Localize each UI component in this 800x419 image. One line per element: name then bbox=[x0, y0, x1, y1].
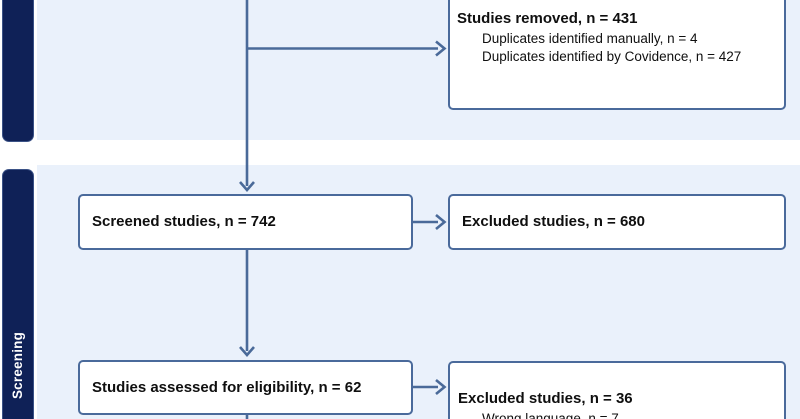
arrow-right-to-removed bbox=[247, 40, 447, 57]
box-studies-assessed: Studies assessed for eligibility, n = 62 bbox=[78, 360, 413, 415]
box-studies-removed-item: Duplicates identified by Covidence, n = … bbox=[482, 48, 742, 64]
box-studies-assessed-title: Studies assessed for eligibility, n = 62 bbox=[92, 378, 362, 396]
arrow-right-to-excluded-36 bbox=[413, 378, 447, 396]
arrow-right-to-excluded-680 bbox=[413, 213, 447, 231]
box-studies-removed-item: Duplicates identified manually, n = 4 bbox=[482, 31, 698, 46]
sidebar-stage-label-wrap: Screening bbox=[2, 329, 34, 401]
box-studies-removed: Studies removed, n = 431 Duplicates iden… bbox=[448, 0, 786, 110]
box-excluded-studies-680: Excluded studies, n = 680 bbox=[448, 194, 786, 250]
box-excluded-studies-36: Excluded studies, n = 36 Wrong language,… bbox=[448, 361, 786, 419]
box-screened-studies-title: Screened studies, n = 742 bbox=[92, 213, 276, 230]
sidebar-block-identification bbox=[2, 0, 34, 142]
box-excluded-studies-36-title: Excluded studies, n = 36 bbox=[458, 390, 633, 407]
box-excluded-studies-680-title: Excluded studies, n = 680 bbox=[462, 213, 645, 230]
arrow-down-to-screened bbox=[239, 0, 255, 192]
box-screened-studies: Screened studies, n = 742 bbox=[78, 194, 413, 250]
box-excluded-studies-36-item: Wrong language, n = 7 bbox=[482, 411, 619, 419]
sidebar-block-screening bbox=[2, 169, 34, 419]
sidebar-stage-label: Screening bbox=[10, 331, 26, 399]
box-studies-removed-title: Studies removed, n = 431 bbox=[457, 10, 638, 27]
arrow-down-to-assessed bbox=[239, 250, 255, 357]
